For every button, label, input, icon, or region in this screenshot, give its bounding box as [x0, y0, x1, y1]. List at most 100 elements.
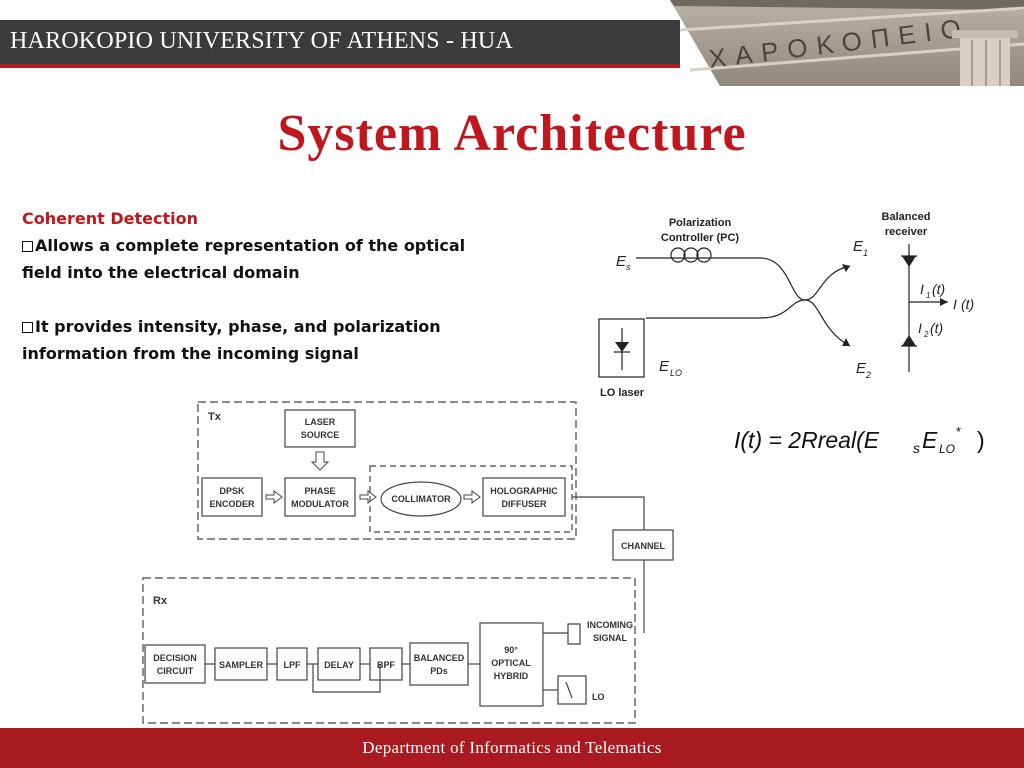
formula-lhs: I(t) = 2Rreal(E — [734, 427, 880, 453]
tx-container — [197, 401, 577, 540]
bullet-item: It provides intensity, phase, and polari… — [22, 313, 502, 367]
lo-laser-label: LO laser — [600, 387, 645, 399]
i2-sub: 2 — [923, 330, 929, 339]
decision-circuit-box — [144, 644, 206, 684]
bullet-text: It provides intensity, phase, and polari… — [22, 317, 441, 363]
i1-sub: 1 — [926, 291, 930, 300]
dpsk-encoder-box — [201, 477, 263, 517]
hybrid-label: HYBRID — [494, 671, 529, 681]
slide-title: System Architecture — [277, 105, 747, 162]
tx-label: Tx — [208, 411, 222, 423]
bpf-label: BPF — [377, 660, 396, 670]
incoming-signal-icon — [567, 623, 581, 645]
photodiode-icon — [902, 335, 916, 346]
holo-label: HOLOGRAPHIC — [490, 486, 558, 496]
holo-label: DIFFUSER — [502, 499, 548, 509]
i1-label: I — [920, 281, 924, 297]
lo-symbol — [565, 681, 573, 699]
optical-hybrid-box — [479, 622, 544, 707]
phase-label: MODULATOR — [291, 499, 349, 509]
coupler-path — [646, 299, 851, 347]
e2-label: E — [856, 360, 867, 377]
hybrid-label: 90° — [504, 645, 518, 655]
balanced-label: PDs — [430, 666, 448, 676]
footer-text: Department of Informatics and Telematics — [362, 738, 662, 757]
university-name: HAROKOPIO UNIVERSITY OF ATHENS - HUA — [10, 28, 513, 54]
formula-sub-s: s — [913, 440, 920, 456]
lpf-label: LPF — [284, 660, 302, 670]
i1-arg: (t) — [932, 281, 945, 297]
rx-label: Rx — [153, 595, 168, 607]
photodiode-icon — [902, 256, 916, 267]
elo-label: E — [659, 358, 670, 375]
pc-loop — [696, 247, 712, 263]
e2-sub: 2 — [865, 370, 871, 380]
bullet-text: Allows a complete representation of the … — [22, 236, 466, 282]
pc-loop — [683, 247, 699, 263]
i2-label: I — [918, 320, 922, 336]
balanced-receiver-label: Balanced — [882, 211, 931, 223]
phase-label: PHASE — [304, 486, 335, 496]
footer-bar: Department of Informatics and Telematics — [0, 728, 1024, 768]
hollow-arrow-icon — [463, 490, 481, 504]
holographic-diffuser-box — [482, 477, 566, 517]
arrow-icon — [940, 298, 948, 306]
coupler-path — [759, 257, 851, 301]
delay-label: DELAY — [324, 660, 354, 670]
incoming-label: SIGNAL — [593, 633, 628, 643]
rx-container — [142, 577, 636, 724]
header-bar: HAROKOPIO UNIVERSITY OF ATHENS - HUA — [0, 20, 680, 66]
section-heading: Coherent Detection — [22, 209, 198, 228]
elo-sub: LO — [670, 368, 682, 378]
coherent-detection-diagram: Polarization Controller (PC) Balanced re… — [598, 211, 974, 399]
diode-icon — [615, 342, 629, 352]
lo-box — [557, 675, 587, 705]
it-label: I — [953, 296, 957, 312]
channel-box — [612, 529, 674, 561]
collimator-ellipse — [380, 481, 462, 517]
decision-label: CIRCUIT — [157, 666, 194, 676]
formula-star: * — [956, 424, 961, 439]
laser-source-box — [284, 409, 356, 448]
bullet-item: Allows a complete representation of the … — [22, 232, 502, 286]
e1-label: E — [853, 238, 864, 255]
balanced-pds-box — [409, 642, 469, 686]
pc-label: Polarization — [669, 217, 732, 229]
hollow-arrow-icon — [265, 490, 283, 504]
arrow-icon — [842, 338, 850, 346]
formula: I(t) = 2Rreal(E s E LO * ) — [734, 424, 985, 456]
hollow-arrow-icon — [310, 451, 330, 471]
pc-loop — [670, 247, 686, 263]
lo-label: LO — [592, 692, 605, 702]
arrow-icon — [842, 264, 850, 272]
phase-modulator-box — [284, 477, 356, 517]
sampler-label: SAMPLER — [219, 660, 264, 670]
es-sub: s — [626, 262, 631, 272]
optics-container — [369, 465, 573, 533]
i2-arg: (t) — [930, 320, 943, 336]
formula-sub-lo: LO — [939, 442, 955, 456]
laser-label: SOURCE — [301, 430, 340, 440]
header-accent-line — [0, 64, 680, 68]
checkbox-bullet-icon — [22, 322, 33, 333]
incoming-label: INCOMING — [587, 620, 633, 630]
decision-label: DECISION — [153, 653, 197, 663]
balanced-receiver-label: receiver — [885, 226, 928, 238]
e1-sub: 1 — [863, 248, 868, 258]
content-text: Coherent Detection Allows a complete rep… — [22, 205, 502, 367]
balanced-label: BALANCED — [414, 653, 465, 663]
connector-line — [312, 664, 381, 693]
pc-label: Controller (PC) — [661, 232, 740, 244]
dpsk-label: ENCODER — [209, 499, 255, 509]
lo-laser-box — [598, 318, 645, 378]
it-arg: (t) — [961, 296, 974, 312]
building-photo: ΧΑΡΟΚΟΠΕΙΟ — [670, 0, 1024, 86]
formula-e: E — [922, 427, 938, 453]
connector-line — [572, 496, 645, 530]
collimator-label: COLLIMATOR — [391, 494, 451, 504]
checkbox-bullet-icon — [22, 241, 33, 252]
es-label: E — [616, 253, 627, 270]
dpsk-label: DPSK — [219, 486, 245, 496]
channel-label: CHANNEL — [621, 541, 666, 551]
